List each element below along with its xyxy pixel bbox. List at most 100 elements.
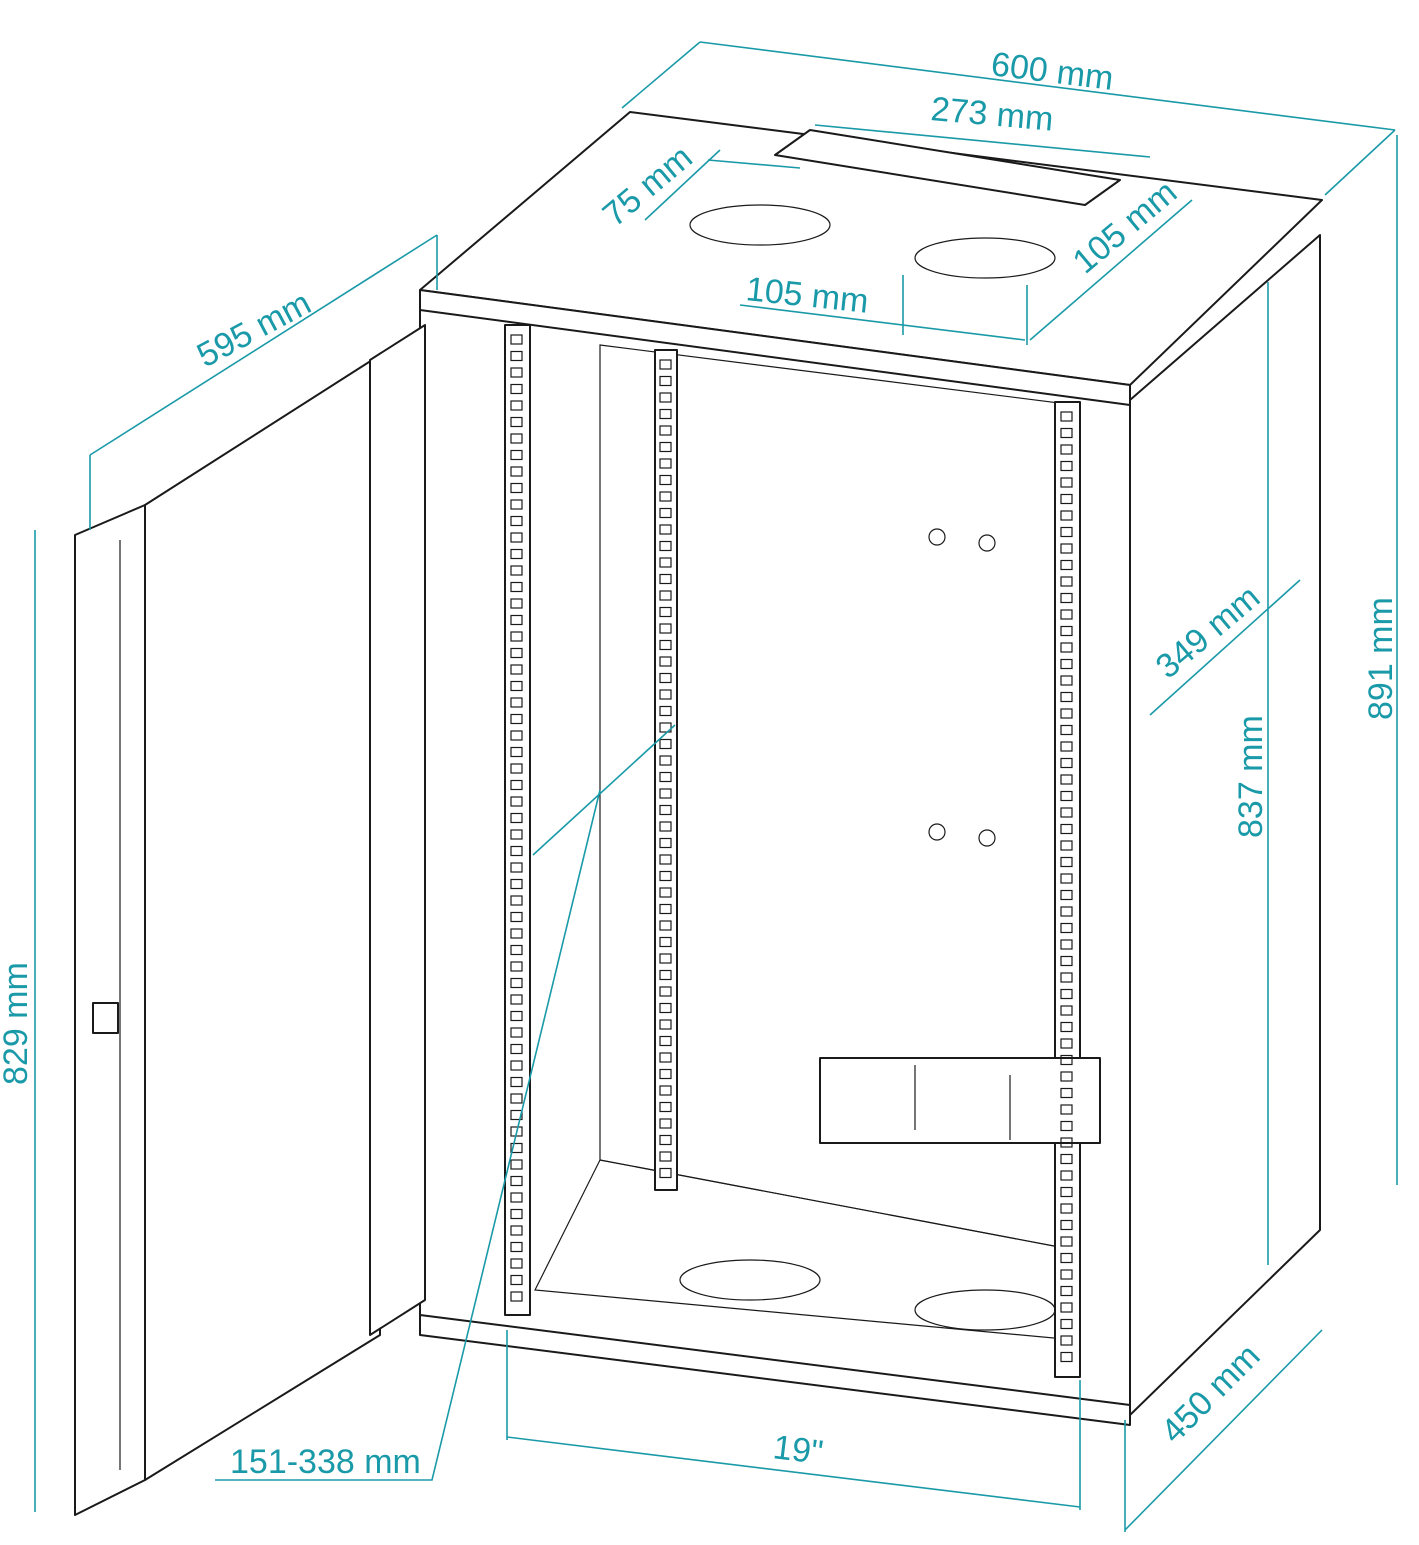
rail-hole <box>510 1274 523 1286</box>
rail-hole <box>510 680 523 692</box>
dim-595: 595 mm <box>191 284 317 375</box>
rail-hole <box>659 920 672 931</box>
rail-hole <box>1060 1137 1073 1148</box>
rail-hole <box>1060 460 1073 472</box>
rail-hole <box>510 367 523 378</box>
rail-hole <box>1060 675 1073 686</box>
rail-hole <box>510 400 523 411</box>
rail-hole <box>1060 856 1073 868</box>
rail-hole <box>1060 1153 1073 1165</box>
rail-hole <box>659 1101 672 1113</box>
rail-hole <box>659 474 672 486</box>
side-panel <box>1129 234 1321 1416</box>
cabinet-body <box>419 111 1323 1426</box>
top-cable-cutout <box>774 129 1121 206</box>
rail-hole <box>510 1109 523 1121</box>
rail-hole <box>1060 906 1073 917</box>
rail-hole <box>1060 625 1073 637</box>
rail-hole <box>510 1076 523 1088</box>
rail-hole <box>1060 955 1073 967</box>
rail-hole <box>510 433 523 444</box>
rail-hole <box>1060 510 1073 521</box>
rail-hole <box>659 458 672 469</box>
rail-hole <box>1060 1186 1073 1198</box>
dim-600: 600 mm <box>989 45 1116 98</box>
rail-hole <box>659 1134 672 1146</box>
rail-hole <box>510 845 523 857</box>
rail-hole <box>510 532 523 543</box>
rail-hole <box>510 977 523 989</box>
rail-hole <box>1060 427 1073 439</box>
rail-hole <box>1060 1203 1073 1214</box>
rail-hole <box>510 1043 523 1055</box>
rail-hole <box>659 392 672 403</box>
rail-hole <box>659 887 672 898</box>
rail-hole <box>659 359 672 370</box>
rail-hole <box>510 763 523 774</box>
rail-hole <box>1060 477 1073 488</box>
rail-hole <box>659 705 672 717</box>
door-glass <box>144 354 381 1481</box>
door-lock <box>92 1002 119 1034</box>
rail-hole <box>659 738 672 750</box>
rail-hole <box>1060 609 1073 620</box>
rail-hole <box>659 837 672 849</box>
rail-hole <box>659 969 672 981</box>
rail-hole <box>1060 1236 1073 1247</box>
rail-hole <box>510 895 523 906</box>
rail-hole <box>1060 1104 1073 1115</box>
rail-hole <box>510 1093 523 1104</box>
rail-hole <box>659 639 672 651</box>
rail-hole <box>510 812 523 824</box>
rail-hole <box>1060 642 1073 653</box>
rail-hole <box>659 854 672 865</box>
rail-hole <box>1060 559 1073 571</box>
rail-hole <box>659 821 672 832</box>
dimension-lines <box>34 41 1398 1532</box>
rail-hole <box>1060 757 1073 769</box>
rail-hole <box>659 623 672 634</box>
fan-vents <box>679 204 1056 1331</box>
rail-hole <box>659 1068 672 1080</box>
open-door <box>74 324 426 1516</box>
rail-hole <box>659 1052 672 1063</box>
rail-hole <box>510 862 523 873</box>
rail-hole <box>659 656 672 667</box>
rail-hole <box>659 953 672 964</box>
rail-hole <box>659 573 672 585</box>
rail-hole <box>659 804 672 816</box>
rail-hole <box>659 788 672 799</box>
rail-hole <box>1060 1269 1073 1280</box>
rail-hole <box>1060 840 1073 851</box>
rail-hole <box>659 689 672 700</box>
rail-hole <box>510 779 523 791</box>
rail-hole <box>1060 493 1073 505</box>
rail-hole <box>510 1225 523 1236</box>
rail-hole <box>659 1035 672 1047</box>
rail-hole <box>1060 790 1073 802</box>
rail-hole <box>510 713 523 725</box>
rail-hole <box>510 1258 523 1269</box>
dim-273: 273 mm <box>929 90 1055 139</box>
rail-hole <box>1060 1120 1073 1132</box>
rail-hole <box>510 994 523 1005</box>
rail-hole <box>510 1208 523 1220</box>
rail-hole <box>659 507 672 519</box>
rail-hole <box>1060 576 1073 587</box>
rail-hole <box>659 524 672 535</box>
rail-hole <box>659 375 672 387</box>
rail-hole <box>1060 922 1073 934</box>
door-hinge-side <box>369 324 426 1336</box>
rail-hole <box>510 499 523 510</box>
rail-hole <box>659 1118 672 1129</box>
rail-hole <box>1060 724 1073 736</box>
rail-hole <box>659 1085 672 1096</box>
rail-hole <box>510 944 523 956</box>
rail-hole <box>510 664 523 675</box>
dim-151-338: 151-338 mm <box>230 1443 421 1481</box>
rail-hole <box>510 1291 523 1302</box>
rail-hole <box>510 482 523 494</box>
rail-hole <box>659 441 672 453</box>
dim-837: 837 mm <box>1232 715 1270 838</box>
rail-hole <box>510 631 523 642</box>
